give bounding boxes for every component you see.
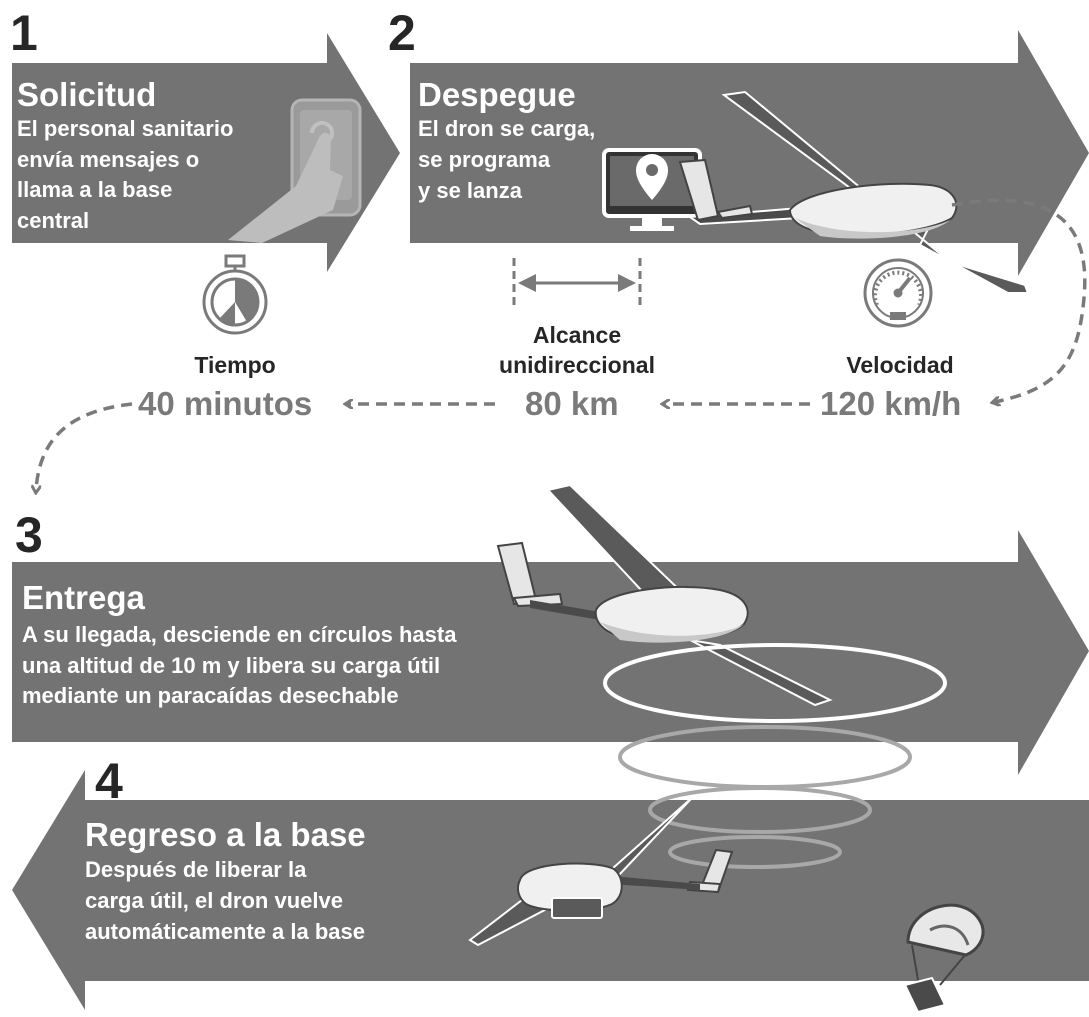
stopwatch-icon — [202, 254, 268, 335]
stat-value-time: 40 minutos — [138, 385, 313, 422]
step-title: Despegue — [418, 76, 576, 113]
step-title: Entrega — [22, 579, 145, 616]
descent-spiral — [603, 643, 947, 723]
phone-touch-icon — [228, 98, 362, 243]
step-description-line: A su llegada, desciende en círculos hast… — [22, 622, 457, 647]
step-title: Solicitud — [17, 76, 157, 113]
step-description-line: El personal sanitario — [17, 116, 234, 141]
step-description-line: central — [17, 208, 90, 233]
descent-spiral-lower — [618, 725, 912, 869]
step-description-line: carga útil, el dron vuelve — [85, 888, 343, 913]
stat-value-range: 80 km — [525, 385, 619, 422]
drone-icon — [678, 90, 1030, 294]
parachute-payload-icon — [903, 903, 985, 1014]
step-description-line: automáticamente a la base — [85, 919, 366, 944]
step-description-line: mediante un paracaídas desechable — [22, 683, 399, 708]
drone-icon — [468, 794, 734, 947]
step-number: 2 — [388, 5, 416, 61]
connector-time-to-step3 — [36, 402, 133, 490]
step-description-line: una altitud de 10 m y libera su carga út… — [22, 653, 441, 678]
step-number: 3 — [15, 507, 43, 563]
stat-label-range: Alcance — [532, 322, 622, 348]
step-description-line: Después de liberar la — [85, 857, 307, 882]
range-arrow-icon — [512, 258, 642, 308]
step-description-line: llama a la base — [17, 177, 173, 202]
step-description-line: envía mensajes o — [17, 147, 200, 172]
step3-arrow — [12, 530, 1089, 775]
step-number: 4 — [95, 753, 123, 809]
step-description-line: se programa — [418, 147, 551, 172]
connector-speed-dashes — [951, 198, 1087, 402]
stat-label-range: unidireccional — [499, 352, 655, 378]
stat-value-speed: 120 km/h — [820, 385, 962, 422]
step-description-line: El dron se carga, — [418, 116, 596, 141]
step-number: 1 — [10, 5, 38, 61]
step-description-line: y se lanza — [418, 178, 522, 203]
step-title: Regreso a la base — [85, 816, 366, 853]
drone-icon — [496, 483, 833, 707]
stat-label-speed: Velocidad — [846, 352, 954, 378]
speedometer-icon — [863, 258, 933, 328]
stat-label-time: Tiempo — [194, 352, 276, 378]
